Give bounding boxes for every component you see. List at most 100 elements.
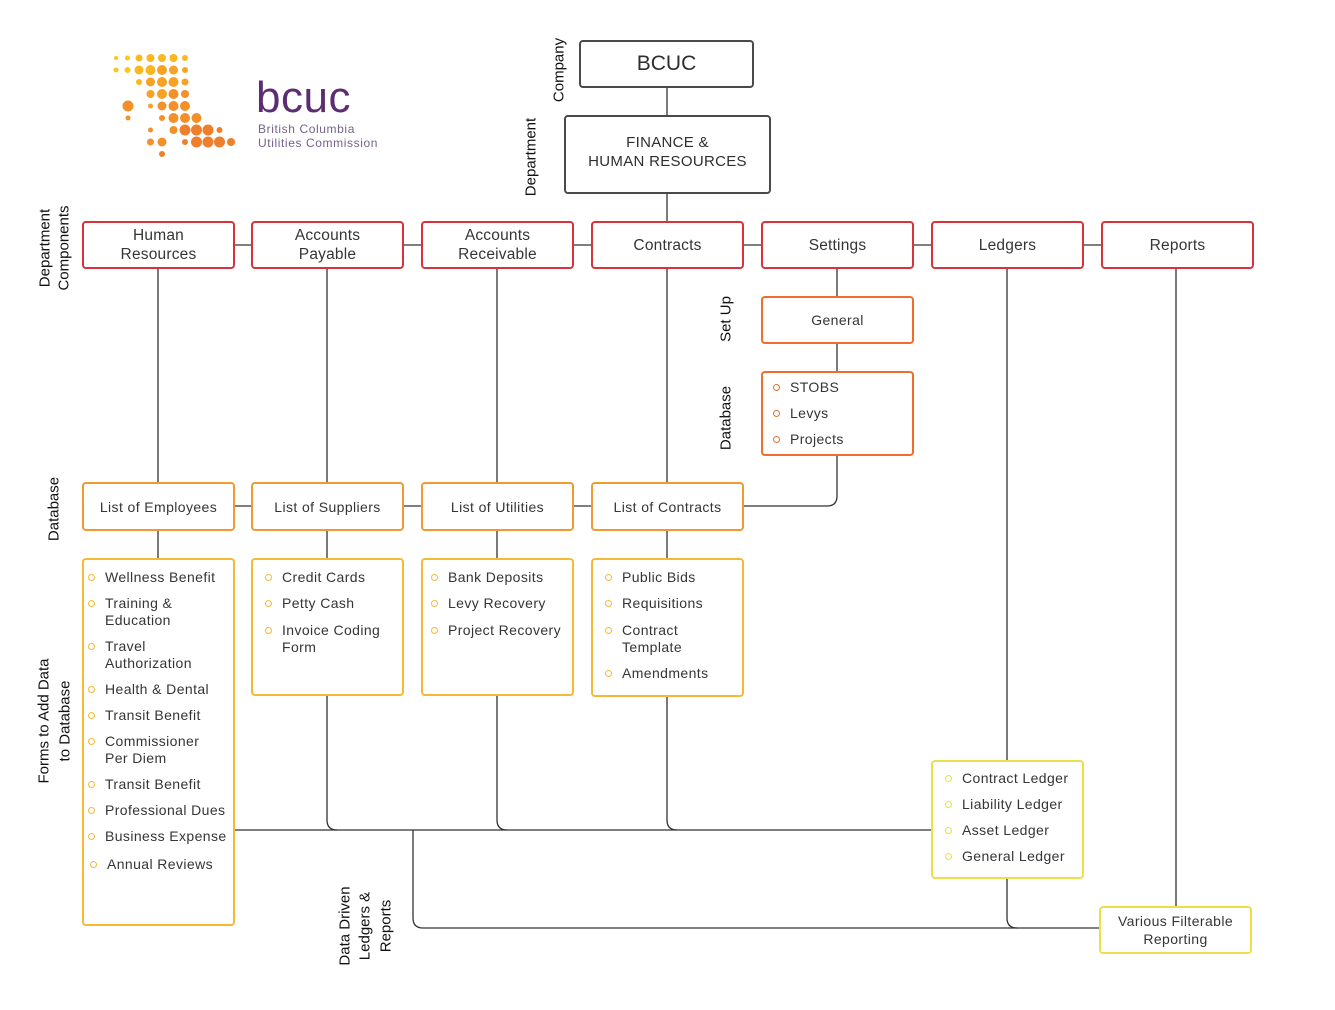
ledgers-list: Contract Ledger Liability Ledger Asset L… <box>933 762 1082 865</box>
label-set-up: Set Up <box>718 296 735 342</box>
database-title: List of Employees <box>99 498 218 515</box>
bullet-icon <box>87 712 95 719</box>
bullet-icon <box>87 686 95 693</box>
label-forms: to Database <box>57 681 74 762</box>
label-forms: Forms to Add Data <box>36 658 53 784</box>
list-item: Travel Authorization <box>87 638 233 672</box>
list-item: Contract Ledger <box>944 769 1082 787</box>
list-item: Levy Recovery <box>430 595 572 612</box>
component-ledgers: Ledgers <box>931 221 1084 269</box>
list-item: Annual Reviews <box>89 856 235 873</box>
company-title: BCUC <box>636 52 697 75</box>
component-title: Contracts <box>633 236 702 254</box>
list-item: Liability Ledger <box>944 795 1082 813</box>
list-item: Public Bids <box>604 568 742 586</box>
label-outputs: Data Driven <box>337 886 354 965</box>
list-item: Wellness Benefit <box>87 569 233 586</box>
list-item-label: Professional Dues <box>105 802 226 818</box>
database-list-of-contracts: List of Contracts <box>591 482 744 531</box>
bullet-icon <box>604 573 612 581</box>
bullet-icon <box>89 861 97 868</box>
department-box: FINANCE & HUMAN RESOURCES <box>564 115 771 194</box>
bullet-icon <box>87 781 95 788</box>
bullet-icon <box>430 626 438 634</box>
list-item-label: Transit Benefit <box>105 707 201 723</box>
bullet-icon <box>430 600 438 607</box>
list-item-label: Bank Deposits <box>448 568 544 585</box>
bullet-icon <box>604 670 612 677</box>
database-list-of-suppliers: List of Suppliers <box>251 482 404 531</box>
bullet-icon <box>944 800 952 808</box>
list-item: Bank Deposits <box>430 568 572 586</box>
list-item: Project Recovery <box>430 621 572 639</box>
component-settings: Settings <box>761 221 914 269</box>
bullet-icon <box>264 573 272 581</box>
component-contracts: Contracts <box>591 221 744 269</box>
database-list-of-utilities: List of Utilities <box>421 482 574 531</box>
logo-name-line: Utilities Commission <box>258 136 379 150</box>
settings-database-list: STOBS Levys Projects <box>763 373 912 448</box>
connector-line <box>744 245 838 507</box>
connector-line <box>326 245 338 831</box>
forms-list: Bank Deposits Levy Recovery Project Reco… <box>423 560 572 639</box>
label-department-components: Department <box>37 208 54 287</box>
list-item-label: Levys <box>790 404 829 421</box>
setup-general-box: General <box>761 296 914 344</box>
logo-mark-icon <box>113 54 235 157</box>
bullet-icon <box>87 833 95 840</box>
forms-list: Public Bids Requisitions Contract Templa… <box>593 560 742 682</box>
bullet-icon <box>772 383 780 391</box>
list-item-label: Training & Education <box>105 595 173 628</box>
label-department: Department <box>523 117 540 196</box>
bullet-icon <box>944 826 952 834</box>
list-item-label: Levy Recovery <box>448 595 546 611</box>
bullet-icon <box>604 626 612 634</box>
forms-list: Credit Cards Petty Cash Invoice Coding F… <box>253 560 402 656</box>
forms-accounts-receivable: Bank Deposits Levy Recovery Project Reco… <box>421 558 574 696</box>
list-item: General Ledger <box>944 847 1082 865</box>
list-item: Projects <box>772 430 912 448</box>
bullet-icon <box>264 600 272 607</box>
list-item-label: Requisitions <box>622 595 704 611</box>
label-settings-database: Database <box>718 386 735 450</box>
label-company: Company <box>551 37 568 102</box>
list-item-label: Liability Ledger <box>962 795 1063 812</box>
list-item: Training & Education <box>87 595 233 629</box>
list-item-label: General Ledger <box>962 847 1065 864</box>
bullet-icon <box>87 807 95 814</box>
database-list-of-employees: List of Employees <box>82 482 235 531</box>
reporting-output-box: Various Filterable Reporting <box>1099 906 1252 954</box>
label-database: Database <box>46 477 63 541</box>
database-title: List of Contracts <box>613 498 722 515</box>
forms-contracts: Public Bids Requisitions Contract Templa… <box>591 558 744 697</box>
department-title: FINANCE & HUMAN RESOURCES <box>588 133 747 170</box>
component-accounts-payable: Accounts Payable <box>251 221 404 269</box>
bullet-icon <box>944 774 952 782</box>
component-title: Settings <box>808 236 867 254</box>
component-reports: Reports <box>1101 221 1254 269</box>
bullet-icon <box>87 574 95 581</box>
bullet-icon <box>87 738 95 745</box>
list-item-label: Public Bids <box>622 568 696 585</box>
list-item: Credit Cards <box>264 569 402 586</box>
list-item-label: Projects <box>790 430 844 447</box>
label-department-components: Components <box>56 205 73 290</box>
list-item: Health & Dental <box>87 681 233 698</box>
list-item: Invoice Coding Form <box>264 622 402 656</box>
logo-wordmark: bcuc <box>256 73 351 122</box>
component-title: Human Resources <box>120 227 197 263</box>
list-item-label: Amendments <box>622 665 709 681</box>
forms-human-resources: Wellness Benefit Training & Education Tr… <box>82 558 235 926</box>
forms-accounts-payable: Credit Cards Petty Cash Invoice Coding F… <box>251 558 404 696</box>
list-item-label: Transit Benefit <box>105 776 201 792</box>
list-item-label: Wellness Benefit <box>105 569 216 585</box>
list-item-label: Project Recovery <box>448 621 561 638</box>
bullet-icon <box>772 435 780 443</box>
logo-name-line: British Columbia <box>258 122 355 136</box>
bullet-icon <box>772 409 780 417</box>
list-item-label: Contract Ledger <box>962 769 1069 786</box>
component-title: Accounts Payable <box>294 227 361 263</box>
component-title: Accounts Receivable <box>458 227 537 263</box>
bullet-icon <box>264 626 272 634</box>
